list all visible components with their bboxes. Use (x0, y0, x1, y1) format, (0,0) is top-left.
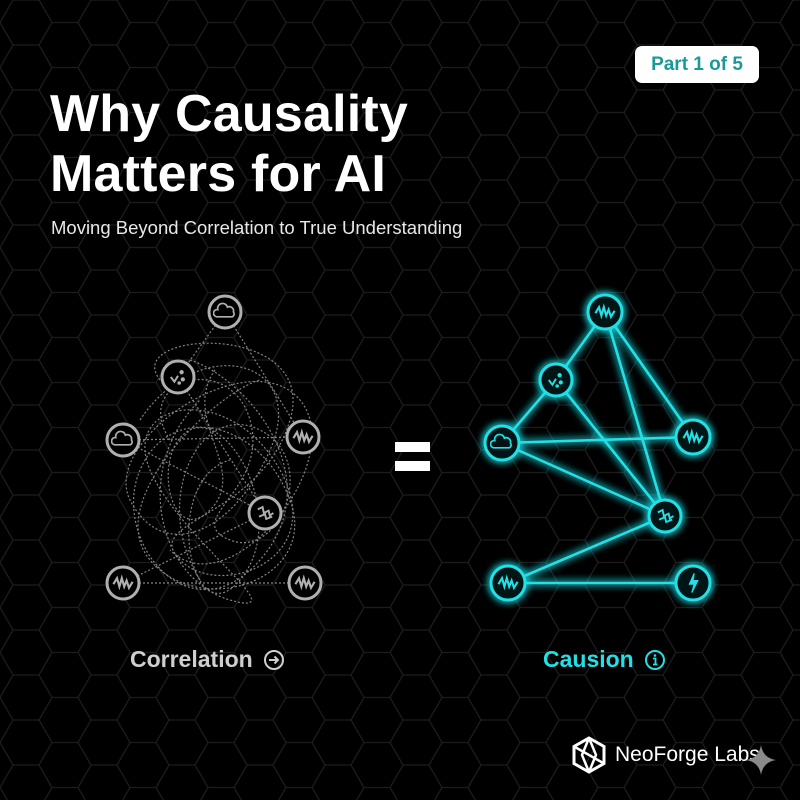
node-cloud-icon (483, 424, 521, 462)
title-line-1: Why Causality (50, 85, 409, 143)
correlation-nodes (105, 294, 323, 601)
node-wave-icon (285, 419, 321, 455)
arrow-circle-right-icon[interactable] (263, 649, 285, 671)
node-scatter-icon (538, 362, 574, 398)
causation-label: Causion (543, 646, 666, 673)
info-circle-icon[interactable] (644, 649, 666, 671)
node-wave-icon (674, 418, 712, 456)
node-scatter-icon (160, 359, 196, 395)
brand: NeoForge Labs (569, 733, 778, 777)
neoforge-logo-icon (572, 736, 606, 774)
correlation-text: Correlation (130, 646, 253, 672)
page-title: Why Causality Matters for AI (50, 84, 408, 204)
equals-sign (395, 442, 430, 480)
brand-name: NeoForge Labs (615, 743, 760, 766)
part-badge: Part 1 of 5 (635, 46, 759, 83)
node-wave-icon (586, 293, 624, 331)
page-subtitle: Moving Beyond Correlation to True Unders… (51, 217, 463, 238)
correlation-graph (122, 311, 313, 604)
node-zigzag-icon (647, 498, 683, 534)
node-zigzag-icon (247, 495, 283, 531)
causation-graph (483, 293, 712, 602)
node-wave-icon (105, 565, 141, 601)
node-cloud-icon (207, 294, 243, 330)
node-cloud-icon (105, 422, 141, 458)
node-wave-icon (287, 565, 323, 601)
title-line-2: Matters for AI (50, 145, 387, 203)
causation-text: Causion (543, 646, 634, 672)
node-wave-icon (489, 564, 527, 602)
sparkle-icon (745, 745, 776, 775)
node-bolt-icon (674, 564, 712, 602)
correlation-label: Correlation (130, 646, 285, 673)
